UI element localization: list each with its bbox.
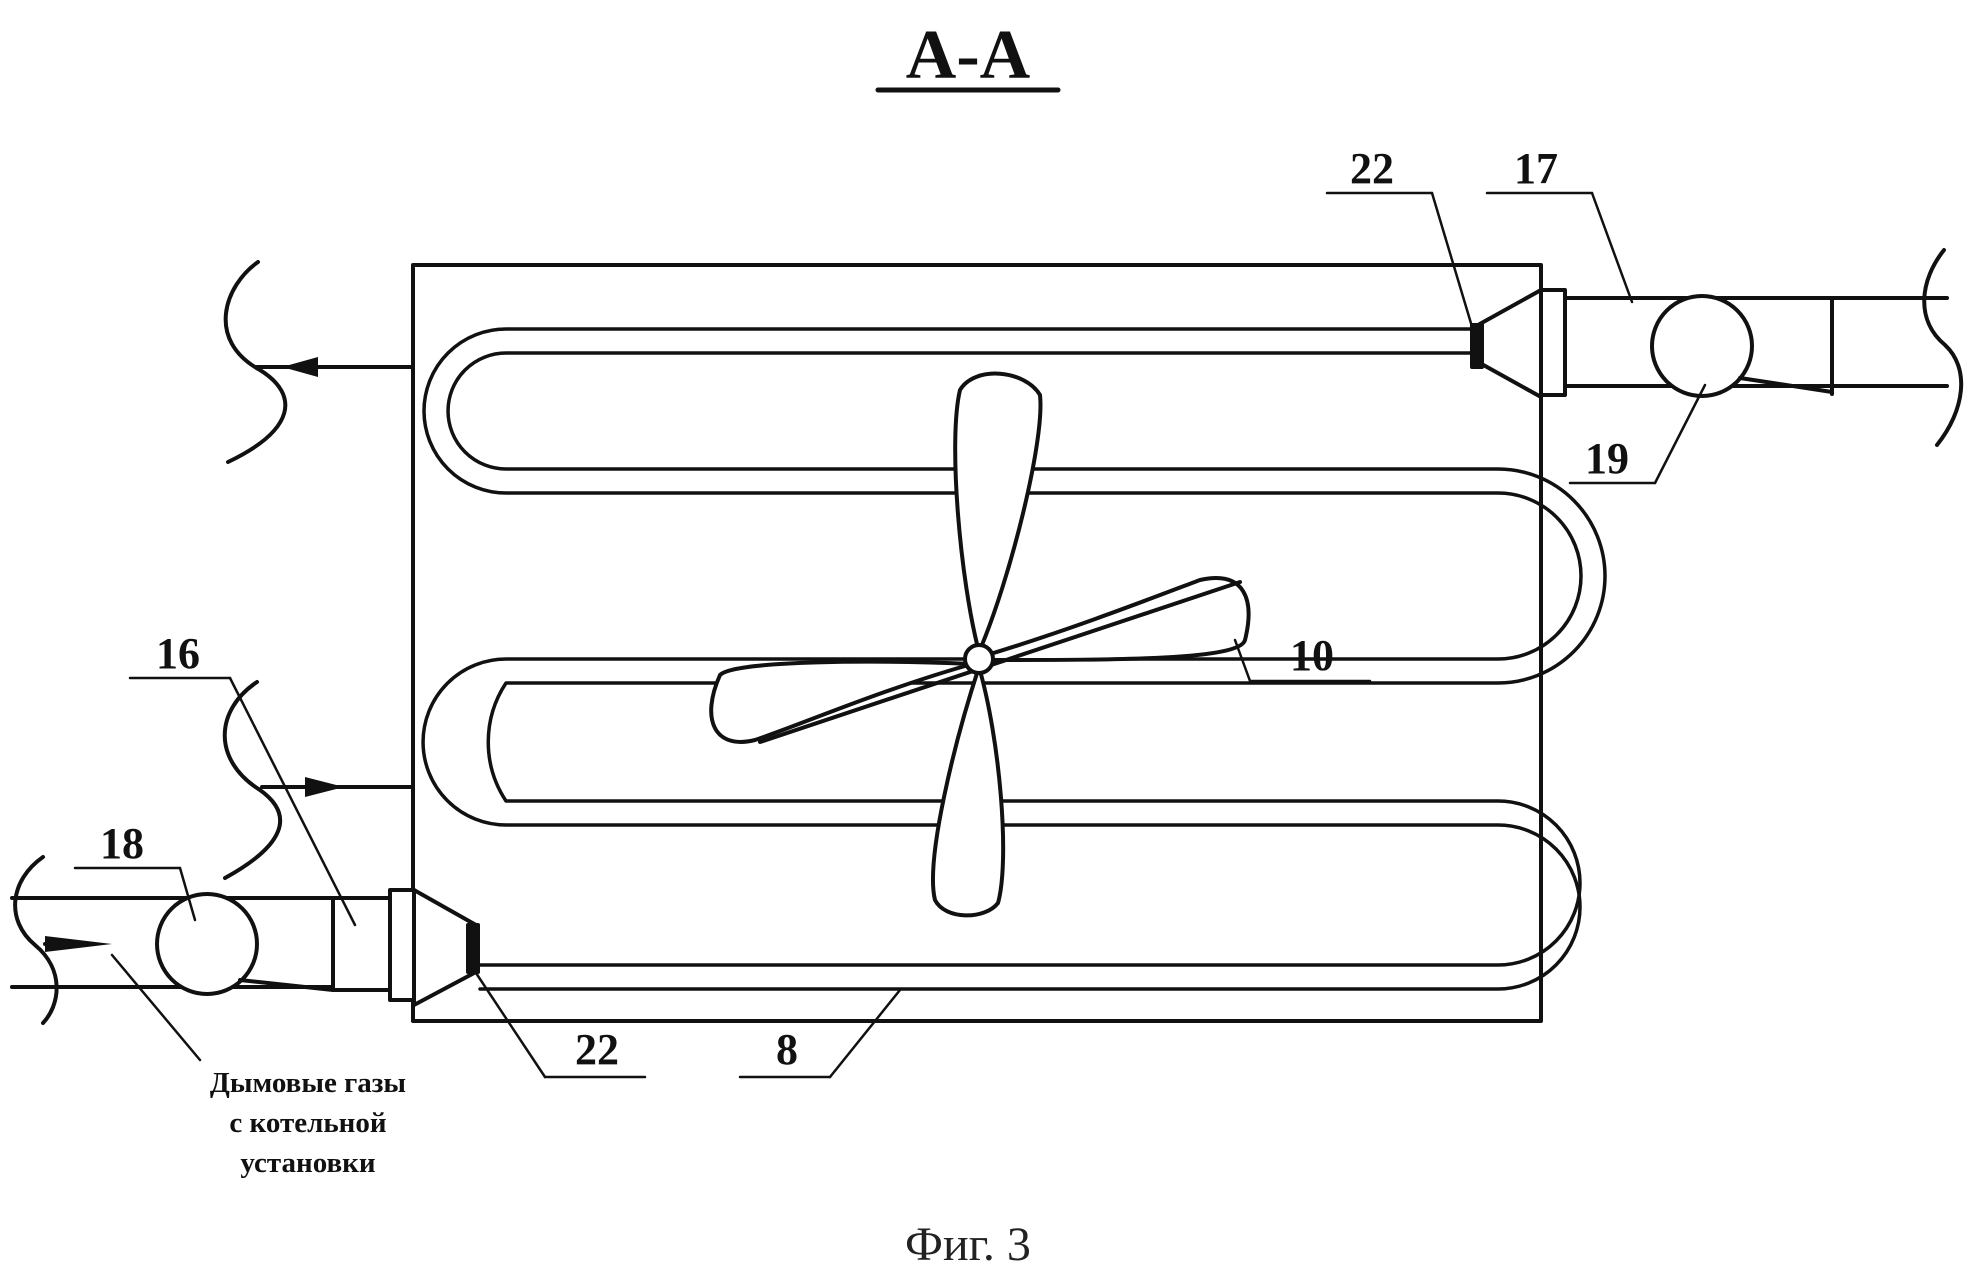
label-22-top: 22 xyxy=(1350,144,1394,193)
outlet-break-mark xyxy=(223,260,288,464)
flue-gas-caption-line2: с котельной xyxy=(229,1107,386,1139)
leader-17 xyxy=(1590,191,1634,304)
leader-22a xyxy=(1430,191,1475,332)
pump-19-tail xyxy=(1738,376,1834,394)
fan-hub xyxy=(963,643,995,675)
label-19: 19 xyxy=(1585,434,1629,483)
serpentine-coil-inner xyxy=(446,351,1607,967)
duct-diffuser-right xyxy=(1476,288,1543,399)
fan-blade-right xyxy=(985,576,1251,662)
leader-19 xyxy=(1653,383,1707,485)
label-8: 8 xyxy=(776,1025,798,1074)
pump-19-icon xyxy=(1650,294,1754,398)
inlet-arrow-icon xyxy=(305,777,344,797)
duct-collar-left xyxy=(388,888,416,1002)
leader-flue-gas xyxy=(110,953,202,1062)
outlet-duct-right xyxy=(1470,248,1964,447)
label-16: 16 xyxy=(156,629,200,678)
fan xyxy=(709,371,1251,918)
nozzle-22-right xyxy=(1470,323,1484,369)
pump-18-icon xyxy=(155,892,259,996)
label-17: 17 xyxy=(1514,144,1558,193)
flue-gas-caption-line1: Дымовые газы xyxy=(210,1067,406,1099)
duct-flange-16 xyxy=(331,896,392,992)
duct-break-mark xyxy=(13,855,59,1025)
inlet-break-mark xyxy=(222,680,282,880)
label-10: 10 xyxy=(1290,631,1334,680)
duct-collar-right xyxy=(1539,288,1567,397)
leader-8 xyxy=(828,988,902,1079)
fan-blade-top xyxy=(953,371,1043,654)
section-title: А-А xyxy=(906,17,1031,94)
leader-lines xyxy=(73,191,1707,1079)
leader-16 xyxy=(228,676,357,927)
flue-gas-arrow-icon xyxy=(45,936,112,952)
nozzle-22-left xyxy=(466,923,480,974)
pump-18-tail xyxy=(238,978,335,992)
leader-22b xyxy=(472,968,547,1079)
label-22-bottom: 22 xyxy=(575,1025,619,1074)
label-18: 18 xyxy=(100,819,144,868)
leader-10 xyxy=(1233,638,1252,683)
flue-gas-caption-line3: установки xyxy=(240,1147,375,1179)
duct-right-break-mark xyxy=(1922,248,1964,447)
flue-gas-inlet-duct xyxy=(10,855,480,1025)
figure-caption: Фиг. 3 xyxy=(905,1218,1031,1271)
outlet-arrow-icon xyxy=(282,357,318,377)
leader-18 xyxy=(178,866,197,922)
fan-blade-axis xyxy=(758,580,1242,744)
fan-blade-bottom xyxy=(931,665,1006,918)
fan-blade-left xyxy=(709,659,974,744)
housing xyxy=(411,263,1543,1023)
